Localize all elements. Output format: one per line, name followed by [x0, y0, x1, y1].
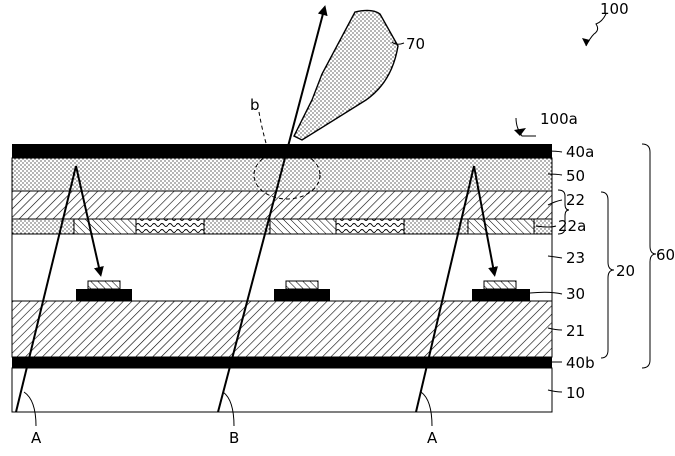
label-group-60: 60: [656, 246, 675, 264]
substrate-21: [12, 301, 552, 357]
layer-22a: [12, 219, 552, 234]
surface-arrow: [514, 128, 526, 136]
label-device: 100: [600, 0, 629, 18]
label-electrode-30: 30: [566, 285, 585, 303]
label-finger: 70: [406, 35, 425, 53]
device-arrowhead: [582, 38, 590, 46]
label-ray-a-right: A: [427, 429, 438, 447]
label-layer-50: 50: [566, 167, 585, 185]
label-ray-b: B: [229, 429, 239, 447]
layer-22: [12, 191, 552, 219]
label-ray-a-left: A: [31, 429, 42, 447]
label-layer-22: 22: [566, 191, 585, 209]
finger-70: [294, 10, 398, 140]
label-layer-22a: 22a: [558, 217, 586, 235]
label-backlight: 10: [566, 384, 585, 402]
backlight-layer: [12, 368, 552, 412]
label-layer-23: 23: [566, 249, 585, 267]
label-layer-21: 21: [566, 322, 585, 340]
label-bottom-polarizer: 40b: [566, 354, 595, 372]
bottom-polarizer: [12, 357, 552, 368]
label-surface: 100a: [540, 110, 578, 128]
label-group-20: 20: [616, 262, 635, 280]
label-region-b: b: [250, 96, 260, 114]
label-top-polarizer: 40a: [566, 143, 594, 161]
